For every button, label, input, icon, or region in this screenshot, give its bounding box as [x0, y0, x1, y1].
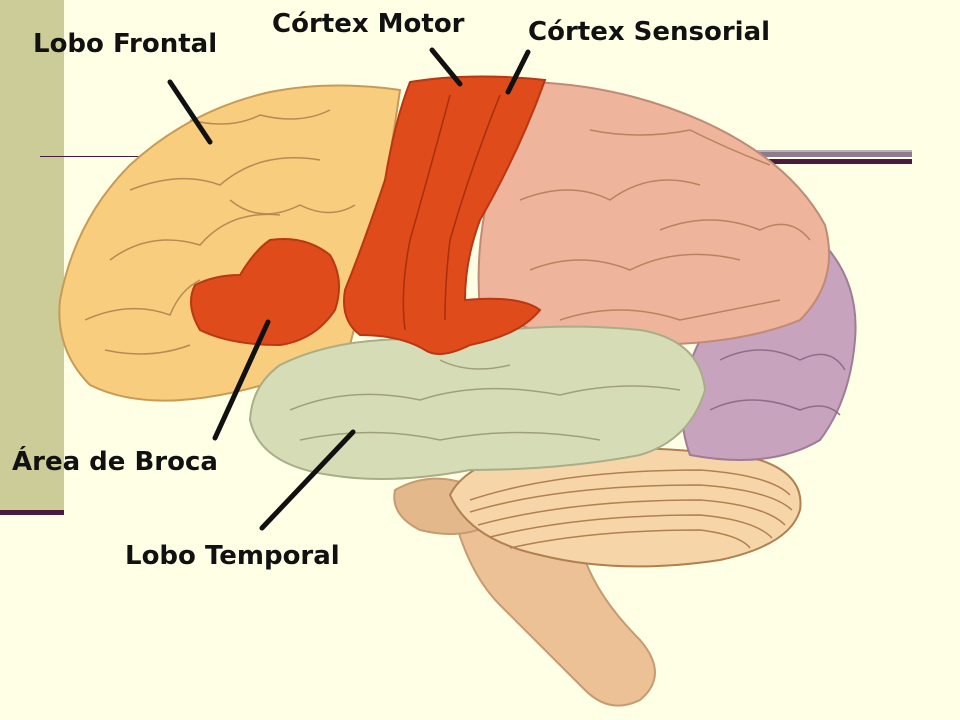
pointer-temporal [259, 429, 356, 531]
pointer-motor [429, 47, 463, 87]
sidebar-underline [0, 510, 64, 515]
pointer-frontal [167, 79, 213, 145]
cerebellum-folds [469, 469, 793, 549]
broca-area [190, 238, 340, 347]
slide-rule-left [40, 156, 160, 157]
label-broca-area: Área de Broca [12, 445, 218, 477]
motor-cortex [343, 75, 547, 355]
occipital-gyri [709, 349, 846, 416]
sensory-gyri [519, 129, 811, 321]
label-motor-cortex: Córtex Motor [272, 9, 465, 39]
temporal-gyri [289, 359, 681, 441]
pointer-sensory [505, 49, 531, 95]
slide-rule-right-dark [755, 159, 912, 164]
label-pointers [167, 47, 531, 531]
slide-sidebar [0, 0, 64, 510]
label-sensory-cortex: Córtex Sensorial [528, 17, 770, 47]
pointer-broca [212, 319, 271, 441]
label-temporal-lobe: Lobo Temporal [125, 541, 340, 571]
label-frontal-lobe: Lobo Frontal [33, 29, 217, 59]
slide-rule-right [755, 150, 912, 157]
frontal-gyri [84, 109, 356, 355]
temporal-lobe [248, 325, 707, 480]
sensory-cortex [477, 80, 831, 347]
motor-gyri [402, 94, 501, 331]
